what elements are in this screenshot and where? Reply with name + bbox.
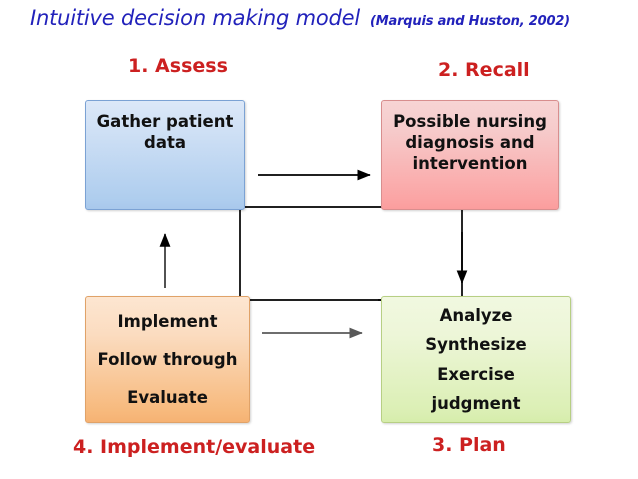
title-main-text: Intuitive decision making model (30, 6, 361, 30)
node-line: Evaluate (127, 387, 208, 407)
node-line: diagnosis and (405, 133, 535, 153)
node-possible-nursing-diagnosis[interactable]: Possible nursing diagnosis and intervent… (381, 100, 559, 210)
node-line: Exercise (437, 364, 515, 384)
node-line: judgment (431, 393, 521, 413)
node-line: Possible nursing (393, 112, 547, 131)
node-line: Follow through (97, 349, 238, 369)
node-line: intervention (412, 154, 528, 174)
step-label-plan: 3. Plan (432, 434, 506, 456)
node-line: Gather patient (96, 112, 234, 131)
step-label-implement-evaluate: 4. Implement/evaluate (73, 436, 316, 458)
node-analyze-synthesize-judgment[interactable]: Analyze Synthesize Exercise judgment (381, 296, 571, 423)
node-line: Implement (117, 312, 218, 332)
step-label-recall: 2. Recall (438, 59, 530, 81)
title-citation-text: (Marquis and Huston, 2002) (370, 14, 570, 29)
page-title: Intuitive decision making model (Marquis … (30, 6, 610, 36)
node-implement-follow-evaluate[interactable]: Implement Follow through Evaluate (85, 296, 250, 423)
node-gather-patient-data[interactable]: Gather patient data (85, 100, 245, 210)
step-label-assess: 1. Assess (128, 55, 228, 77)
node-line: data (144, 133, 186, 153)
node-line: Synthesize (425, 335, 527, 355)
node-line: Analyze (439, 306, 513, 326)
